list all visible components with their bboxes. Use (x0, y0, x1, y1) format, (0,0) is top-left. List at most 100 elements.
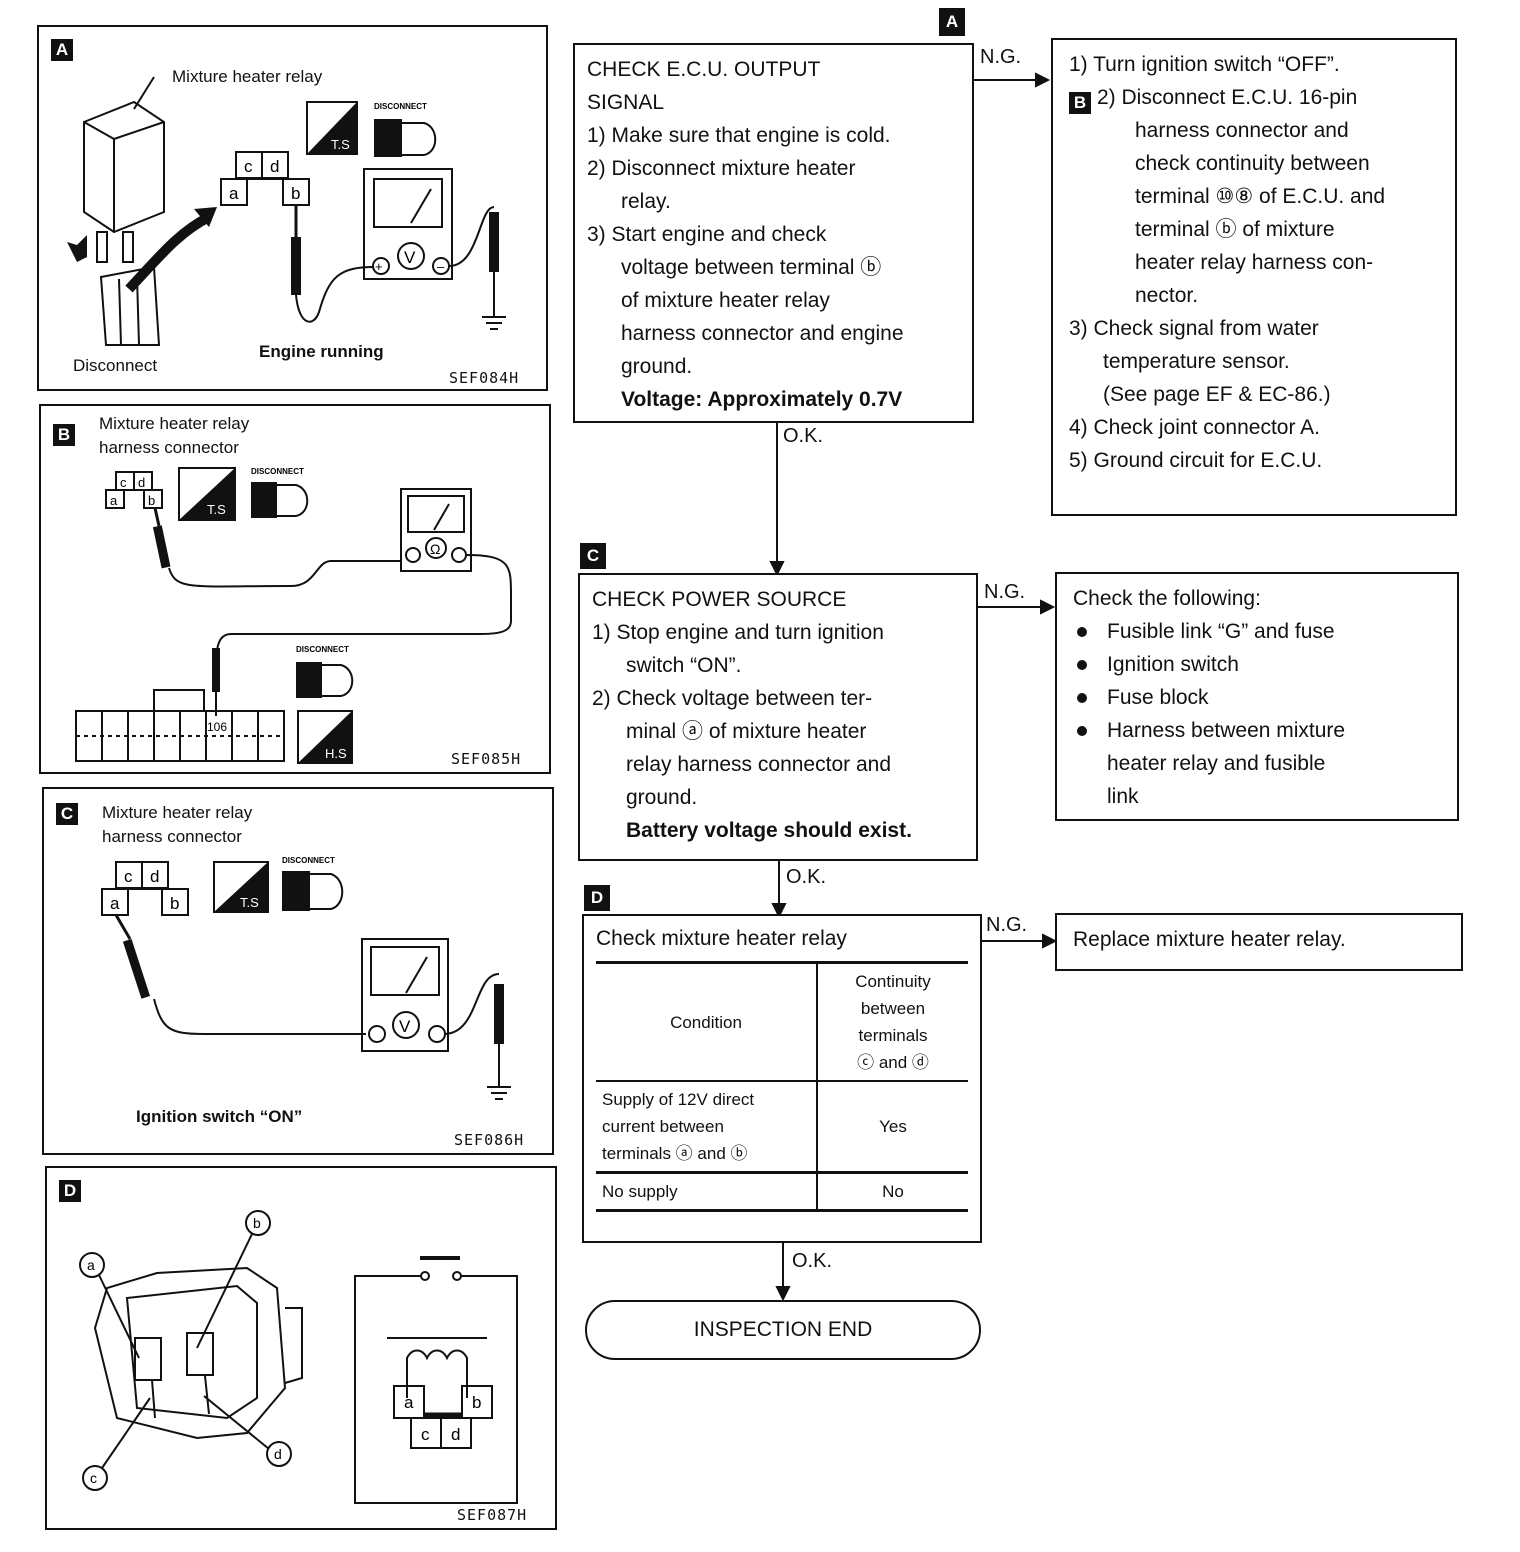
ng-d-box: Replace mixture heater relay. (1055, 913, 1463, 971)
step-a-s3b: voltage between terminal ⓑ (621, 256, 882, 279)
ng-c-bullet-2: Ignition switch (1073, 648, 1445, 681)
panel-c-label-1: Mixture heater relay (102, 803, 253, 822)
ng-a-badge: B (1069, 92, 1091, 114)
panel-b-label-2: harness connector (99, 438, 239, 457)
ng-c-bullet-4c: link (1107, 785, 1139, 808)
terminal-b-label: b (291, 184, 300, 203)
hs-icon: H.S (297, 710, 353, 764)
svg-text:d: d (451, 1425, 460, 1444)
panel-c-label-2: harness connector (102, 827, 242, 846)
svg-text:+: + (375, 259, 383, 274)
disconnect-icon: DISCONNECT (296, 645, 354, 698)
ng-a-s2g: nector. (1135, 284, 1199, 307)
step-a-spec: Voltage: Approximately 0.7V (621, 388, 903, 411)
relay-icon (83, 76, 165, 263)
step-c-title: CHECK POWER SOURCE (592, 588, 847, 611)
svg-text:a: a (110, 894, 120, 913)
svg-text:b: b (148, 493, 155, 508)
svg-text:c: c (124, 867, 133, 886)
ng-c-bullet-1: Fusible link “G” and fuse (1073, 615, 1445, 648)
ok-label-d: O.K. (792, 1250, 833, 1272)
panel-a-illustration: c d a b V + – T.S (67, 76, 506, 346)
panel-a-badge: A (51, 39, 73, 61)
figure-panel-d: D SEF087H a b c d (45, 1166, 557, 1530)
step-a-s1: 1) Make sure that engine is cold. (587, 124, 891, 147)
panel-d-illustration: a b c d a b c d (79, 1210, 518, 1504)
ng-d-text: Replace mixture heater relay. (1073, 928, 1346, 951)
step-c-s2d: ground. (626, 786, 698, 809)
step-c-s1b: switch “ON”. (626, 654, 742, 677)
panel-b-figure-code: SEF085H (451, 750, 522, 768)
step-a-s3c: of mixture heater relay (621, 289, 830, 312)
figure-panel-a: A Mixture heater relay Disconnect Engine… (37, 25, 548, 391)
ng-a-s3b: temperature sensor. (1103, 350, 1290, 373)
table-header-continuity: Continuity between terminals ⓒ and ⓓ (817, 962, 968, 1082)
terminal-c-label: c (244, 157, 253, 176)
ng-a-s1: 1) Turn ignition switch “OFF”. (1069, 53, 1340, 76)
panel-d-figure-code: SEF087H (457, 1506, 528, 1524)
svg-text:T.S: T.S (240, 895, 259, 910)
panel-a-engine-label: Engine running (259, 342, 384, 361)
step-a-s2b: relay. (621, 190, 671, 213)
step-c-box: CHECK POWER SOURCE 1) Stop engine and tu… (578, 573, 978, 861)
step-d-box: Check mixture heater relay Condition Con… (582, 914, 982, 1243)
ts-icon: T.S (178, 467, 236, 521)
step-a-title-1: CHECK E.C.U. OUTPUT (587, 58, 821, 81)
ground-icon (482, 316, 506, 330)
ng-c-box: Check the following: Fusible link “G” an… (1055, 572, 1459, 821)
svg-text:DISCONNECT: DISCONNECT (251, 467, 304, 476)
svg-text:–: – (437, 259, 445, 274)
step-c-s1a: 1) Stop engine and turn ignition (592, 621, 884, 644)
ok-label-c: O.K. (786, 866, 827, 888)
panel-b-badge: B (53, 424, 75, 446)
step-a-s3e: ground. (621, 355, 693, 378)
panel-a-relay-label: Mixture heater relay (172, 67, 323, 86)
svg-text:d: d (138, 475, 145, 490)
disconnect-icon: DISCONNECT (282, 856, 344, 911)
svg-text:DISCONNECT: DISCONNECT (282, 856, 335, 865)
ng-c-title: Check the following: (1073, 587, 1261, 610)
svg-text:c: c (90, 1470, 97, 1486)
meter-mark: V (404, 248, 416, 267)
ng-a-s2d: terminal ⑩⑧ of E.C.U. and (1135, 185, 1386, 208)
ok-label-a: O.K. (783, 425, 824, 447)
panel-a-figure-code: SEF084H (449, 369, 520, 387)
step-a-box: CHECK E.C.U. OUTPUT SIGNAL 1) Make sure … (573, 43, 974, 423)
panel-c-badge: C (56, 803, 78, 825)
svg-text:DISCONNECT: DISCONNECT (296, 645, 349, 654)
step-c-s2c: relay harness connector and (626, 753, 891, 776)
step-a-s3d: harness connector and engine (621, 322, 904, 345)
relay-check-table: Condition Continuity between terminals ⓒ… (596, 961, 968, 1212)
relay-socket-icon (93, 1266, 303, 1440)
ng-a-s4: 4) Check joint connector A. (1069, 416, 1320, 439)
ng-a-s3c: (See page EF & EC-86.) (1103, 383, 1331, 406)
ohmmeter-icon (400, 488, 472, 572)
svg-text:b: b (253, 1215, 261, 1231)
step-c-s2b: minal ⓐ of mixture heater (626, 720, 867, 743)
ng-label-d: N.G. (986, 914, 1028, 936)
terminal-a-label: a (229, 184, 239, 203)
svg-text:b: b (170, 894, 179, 913)
connect-arrow-icon (125, 212, 212, 293)
svg-text:T.S: T.S (331, 137, 350, 152)
svg-text:c: c (120, 475, 127, 490)
step-a-s3a: 3) Start engine and check (587, 223, 827, 246)
table-row-no-supply: No supply (596, 1172, 818, 1211)
figure-panel-c: C Mixture heater relay harness connector… (42, 787, 554, 1155)
svg-text:H.S: H.S (325, 746, 347, 761)
svg-text:d: d (274, 1446, 282, 1462)
table-cell-yes: Yes (817, 1081, 968, 1174)
svg-text:a: a (87, 1257, 95, 1273)
svg-text:a: a (110, 493, 118, 508)
svg-text:b: b (472, 1393, 481, 1412)
step-c-s2a: 2) Check voltage between ter- (592, 687, 873, 710)
ts-icon: T.S (213, 861, 269, 913)
panel-b-illustration: c d a b Ω 106 (75, 467, 512, 764)
svg-text:T.S: T.S (207, 502, 226, 517)
step-a-badge: A (939, 8, 965, 36)
svg-text:a: a (404, 1393, 414, 1412)
terminal-d-label: d (270, 157, 279, 176)
ground-icon (487, 1086, 511, 1100)
step-a-title-2: SIGNAL (587, 91, 665, 114)
